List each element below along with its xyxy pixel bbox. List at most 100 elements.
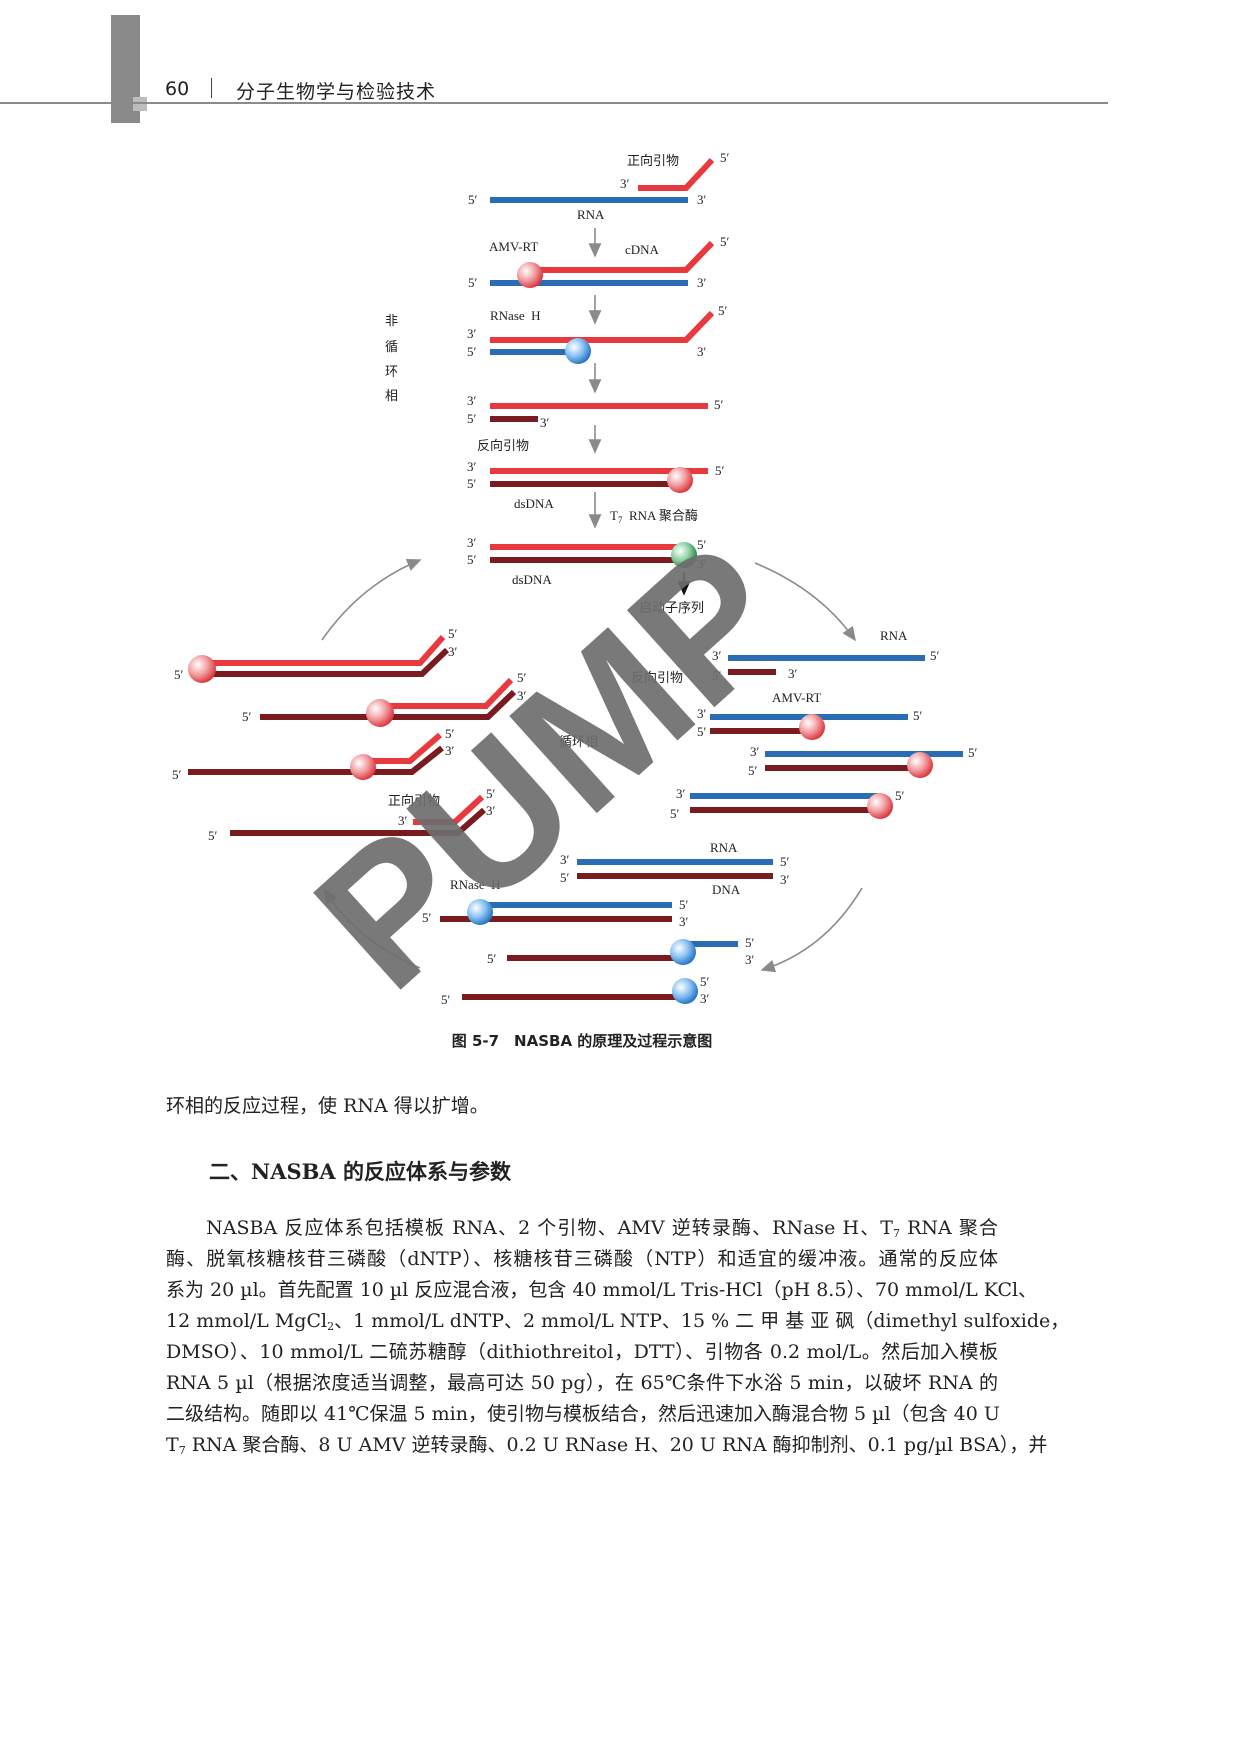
label-dna: DNA: [712, 882, 741, 897]
amv-rt-sphere: [350, 754, 376, 780]
label-5-prime: 5′: [208, 828, 218, 843]
text-line: 系为 20 µl。首先配置 10 µl 反应混合液，包含 40 mmol/L T…: [166, 1279, 1038, 1301]
label-5-prime: 5′: [748, 763, 758, 778]
text-line: 酶、脱氧核糖核苷三磷酸（dNTP）、核糖核苷三磷酸（NTP）和适宜的缓冲液。通常…: [166, 1248, 998, 1270]
label-5-prime: 5′: [670, 806, 680, 821]
label-cyclic-phase: 循环相: [559, 735, 598, 750]
header-rule: [0, 102, 1108, 104]
amv-rt-sphere: [799, 714, 825, 740]
label-3-prime: 3′: [697, 706, 707, 721]
figure-caption: 图 5-7 NASBA 的原理及过程示意图: [451, 1032, 713, 1050]
text-line: RNA 5 µl（根据浓度适当调整，最高可达 50 pg），在 65℃条件下水浴…: [166, 1372, 998, 1394]
label-5-prime: 5′: [174, 667, 184, 682]
label-3-prime: 3′: [679, 914, 689, 929]
nasba-diagram: 正向引物 3′5′ 5′3′ RNA AMV-RT cDNA 5′5′3′ RN…: [172, 150, 978, 1029]
label-5-prime: 5′: [745, 935, 755, 950]
cycle-arrow: [324, 888, 421, 969]
text-line: NASBA 反应体系包括模板 RNA、2 个引物、AMV 逆转录酶、RNase …: [166, 1217, 998, 1240]
cdna-strand: [380, 677, 514, 709]
cdna-strand: [202, 635, 446, 666]
label-5-prime: 5′: [467, 552, 477, 567]
label-5-prime: 5′: [780, 854, 790, 869]
label-5-prime: 5′: [517, 670, 527, 685]
label-3-prime: 3′: [486, 803, 496, 818]
label-3-prime: 3′: [540, 415, 550, 430]
label-5-prime: 5′: [718, 303, 728, 318]
label-amv-rt: AMV-RT: [489, 239, 538, 254]
forward-primer-strand: [413, 794, 485, 825]
label-3-prime: 3′: [467, 459, 477, 474]
label-5-prime: 5′: [468, 192, 478, 207]
label-5-prime: 5′: [679, 897, 689, 912]
label-5-prime: 5′: [697, 537, 707, 552]
cycle-arrow: [754, 562, 856, 642]
label-forward-primer: 正向引物: [627, 153, 679, 169]
page-number: 60: [165, 78, 190, 100]
t7-polymerase-sphere: [671, 542, 697, 568]
header-notch: [133, 97, 147, 111]
label-5-prime: 5′: [172, 767, 182, 782]
label-3-prime: 3′: [448, 644, 458, 659]
label-3-prime: 3′: [676, 786, 686, 801]
label-5-prime: 5′: [913, 708, 923, 723]
label-5-prime: 5′: [468, 275, 478, 290]
label-dsdna: dsDNA: [512, 572, 552, 587]
label-3-prime: 3′: [745, 952, 755, 967]
diagram-label: RNA: [710, 840, 738, 855]
text-line: DMSO）、10 mmol/L 二硫苏糖醇（dithiothreitol，DTT…: [166, 1341, 998, 1363]
label-dsdna: dsDNA: [514, 496, 554, 511]
label-rnase-h: RNase H: [490, 308, 541, 323]
label-5-prime: 5′: [930, 648, 940, 663]
label-noncyclic-phase: 非: [385, 314, 398, 329]
amv-rt-sphere: [517, 262, 543, 288]
amv-rt-sphere: [867, 793, 893, 819]
label-5-prime: 5′: [487, 951, 497, 966]
text-line: 12 mmol/L MgCl2、1 mmol/L dNTP、2 mmol/L N…: [166, 1310, 1070, 1333]
label-5-prime: 5′: [445, 726, 455, 741]
cycle-arrow: [321, 559, 422, 641]
label-3-prime: 3′: [750, 744, 760, 759]
label-5-prime: 5′: [486, 786, 496, 801]
label-3-prime: 3′: [712, 648, 722, 663]
label-3-prime: 3′: [398, 813, 408, 828]
dna-strand: [202, 647, 450, 677]
body-paragraph: NASBA 反应体系包括模板 RNA、2 个引物、AMV 逆转录酶、RNase …: [166, 1213, 1070, 1461]
label-5-prime: 5′: [467, 476, 477, 491]
amv-rt-sphere: [188, 655, 216, 683]
label-3-prime: 3′: [467, 393, 477, 408]
cdna-strand: [363, 732, 442, 764]
label-5-prime: 5′: [422, 910, 432, 925]
amv-rt-sphere: [366, 699, 394, 727]
book-title: 分子生物学与检验技术: [236, 81, 437, 103]
diagram-label: 相: [385, 389, 398, 404]
label-5-prime: 5′: [895, 788, 905, 803]
label-5-prime: 5′: [715, 463, 725, 478]
section-heading: 二、NASBA 的反应体系与参数: [209, 1159, 512, 1184]
label-t7-polymerase: T7 RNA 聚合酶: [610, 508, 698, 525]
label-5-prime: 5′: [714, 397, 724, 412]
diagram-labels: 正向引物 3′5′ 5′3′ RNA AMV-RT cDNA 5′5′3′ RN…: [172, 150, 978, 1007]
diagram-label: RNase H: [450, 877, 501, 892]
amv-rt-sphere: [907, 752, 933, 778]
label-5-prime: 5′: [700, 974, 710, 989]
label-3-prime: 3′: [700, 991, 710, 1006]
label-3-prime: 3′: [620, 176, 630, 191]
rnase-h-sphere: [565, 338, 591, 364]
label-5-prime: 5′: [560, 870, 570, 885]
cdna-strand: [530, 240, 715, 273]
label-3-prime: 3′: [445, 743, 455, 758]
diagram-label: 环: [385, 365, 398, 380]
label-5-prime: 5′: [467, 344, 477, 359]
label-5-prime: 5′: [720, 150, 730, 165]
forward-primer-strand: [638, 157, 715, 191]
label-rna: RNA: [577, 207, 605, 222]
label-5-prime: 5′: [448, 626, 458, 641]
label-promoter: 启动子序列: [639, 601, 704, 616]
diagram-label: RNA: [880, 628, 908, 643]
label-3-prime: 3′: [467, 535, 477, 550]
label-3-prime: 3′: [780, 872, 790, 887]
label-3-prime: 3′: [560, 852, 570, 867]
label-3-prime: 3′: [697, 556, 707, 571]
text-line: 二级结构。随即以 41℃保温 5 min，使引物与模板结合，然后迅速加入酶混合物…: [166, 1403, 1000, 1425]
